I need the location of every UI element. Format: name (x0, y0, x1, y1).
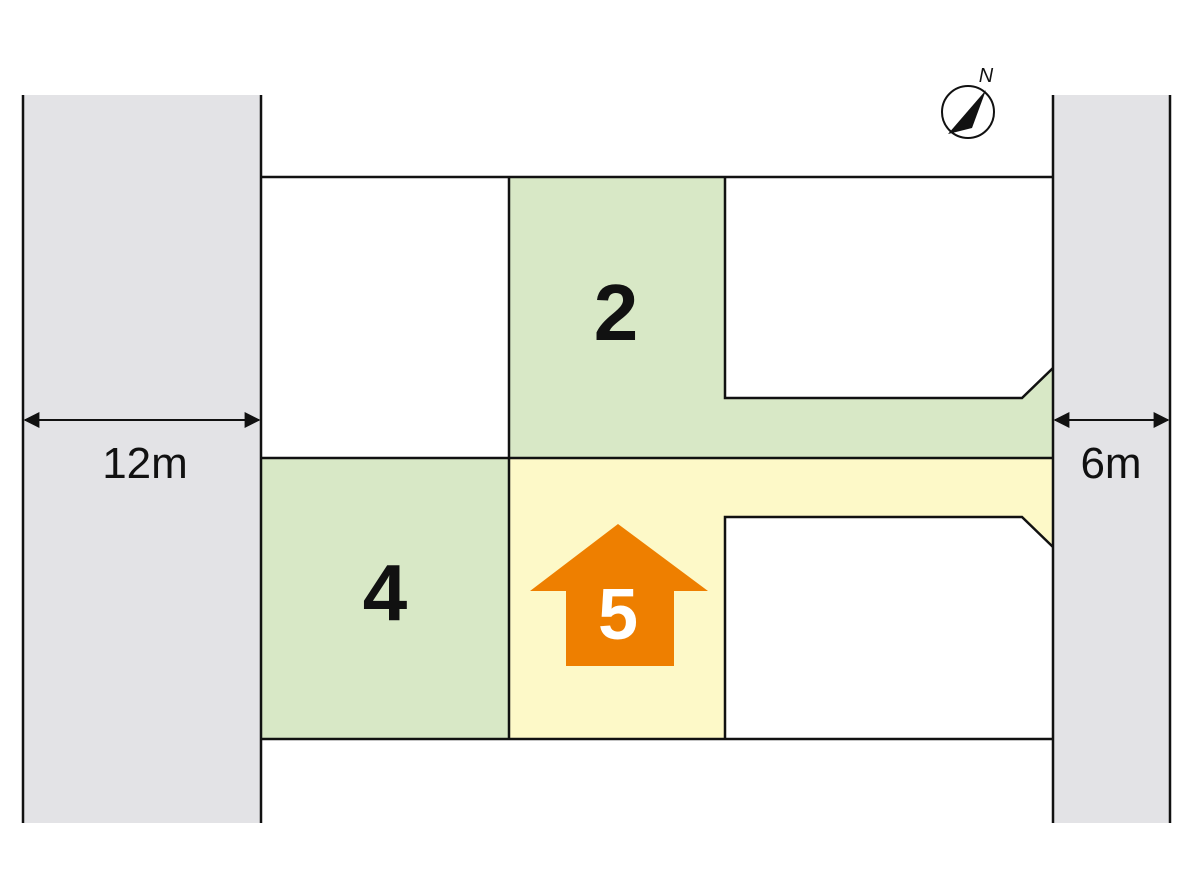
west-road (23, 95, 261, 823)
west-road-width-label: 12m (102, 439, 188, 488)
east-road-width-label: 6m (1080, 439, 1141, 488)
house-arrow-icon (530, 524, 708, 666)
compass-north-label: N (979, 65, 994, 87)
lot-5 (509, 458, 1053, 739)
compass: N (941, 65, 995, 139)
lot-5-number: 5 (598, 575, 638, 655)
east-road (1053, 95, 1170, 823)
lot-2 (509, 177, 1053, 458)
lot-2-number: 2 (594, 268, 639, 357)
lot-outlines (21, 95, 1172, 823)
compass-needle-icon (948, 90, 986, 134)
lot-4 (261, 458, 509, 739)
lot-top-left (261, 177, 509, 458)
lot-4-number: 4 (363, 548, 408, 637)
lot-5-marker: 5 (530, 524, 708, 666)
